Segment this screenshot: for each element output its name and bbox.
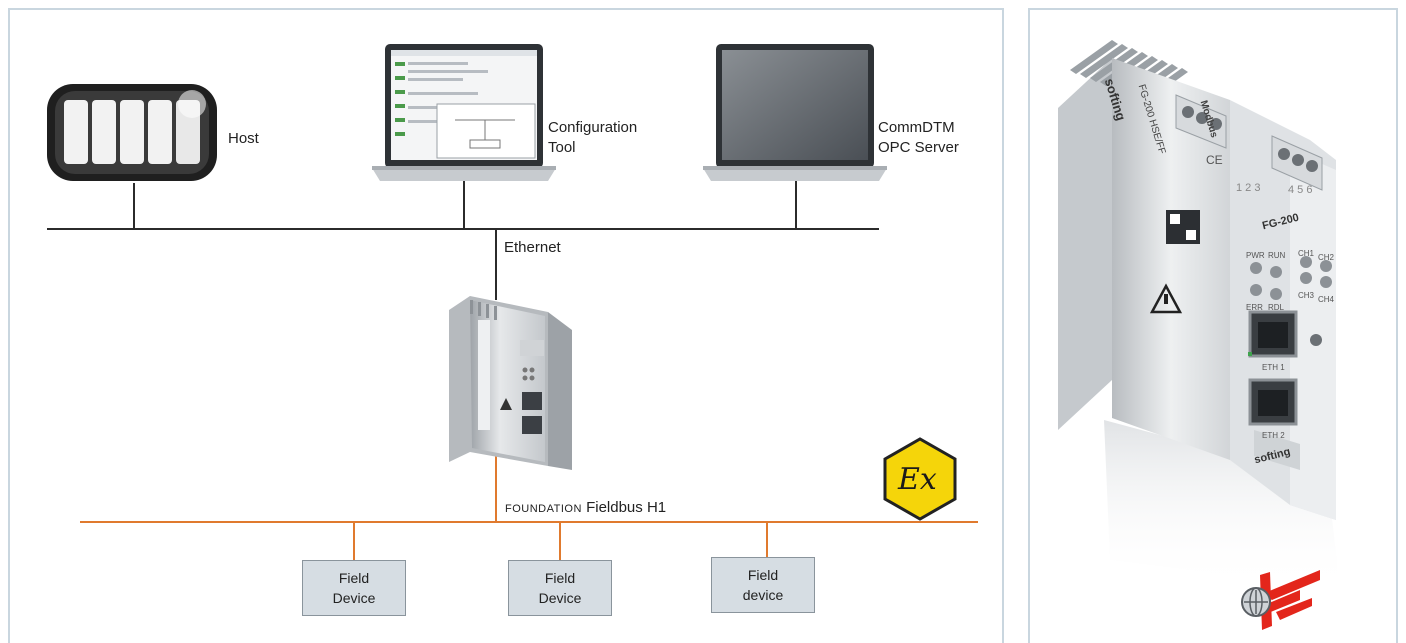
led-err-label: ERR: [1246, 303, 1263, 312]
eth2-label: ETH 2: [1262, 431, 1285, 440]
product-ce-text: CE: [1206, 153, 1223, 167]
fieldbus-label: FOUNDATION Fieldbus H1: [505, 498, 666, 519]
fieldbus-label-suffix: Fieldbus H1: [586, 499, 667, 516]
led-run-label: RUN: [1268, 251, 1286, 260]
config-tool-label-line1: Configuration: [548, 119, 638, 136]
field-device-2-line1: Field: [544, 570, 576, 586]
eth1-label: ETH 1: [1262, 363, 1285, 372]
terminal-left-numbers: 1 2 3: [1236, 182, 1261, 194]
fieldbus-lines: [80, 455, 978, 560]
led-rdl-label: RDL: [1268, 303, 1285, 312]
fg200-product-photo: [1058, 40, 1340, 590]
field-device-3-line1: Field: [747, 567, 779, 583]
fieldbus-foundation-logo: [1241, 570, 1320, 630]
ethernet-label: Ethernet: [504, 239, 561, 256]
opc-server-label-line1: CommDTM: [878, 119, 955, 136]
ch2-label: CH2: [1318, 253, 1335, 262]
field-device-box-2: Field Device: [508, 560, 612, 616]
field-device-3-line2: device: [742, 587, 784, 603]
field-device-1-line1: Field: [338, 570, 370, 586]
ex-symbol-text: Ex: [898, 462, 937, 497]
config-tool-label: Configuration Tool: [548, 118, 637, 158]
host-label: Host: [228, 130, 259, 147]
config-tool-label-line2: Tool: [548, 139, 576, 156]
opc-server-label-line2: OPC Server: [878, 139, 959, 156]
host-icon: [47, 84, 217, 181]
led-pwr-label: PWR: [1246, 251, 1265, 260]
ex-hazard-symbol-icon: [883, 437, 957, 521]
ch1-label: CH1: [1298, 249, 1315, 258]
fieldbus-label-prefix: FOUNDATION: [505, 503, 582, 515]
gateway-device-icon: [449, 296, 572, 470]
field-device-box-1: Field Device: [302, 560, 406, 616]
laptop-opc-icon: [703, 44, 887, 181]
field-device-1-line2: Device: [332, 590, 376, 606]
field-device-2-line2: Device: [538, 590, 582, 606]
ethernet-lines: [47, 181, 879, 300]
laptop-config-icon: [372, 44, 556, 181]
ch4-label: CH4: [1318, 295, 1335, 304]
opc-server-label: CommDTM OPC Server: [878, 118, 959, 158]
field-device-box-3: Field device: [711, 557, 815, 613]
ch3-label: CH3: [1298, 291, 1315, 300]
terminal-right-numbers: 4 5 6: [1288, 184, 1313, 196]
